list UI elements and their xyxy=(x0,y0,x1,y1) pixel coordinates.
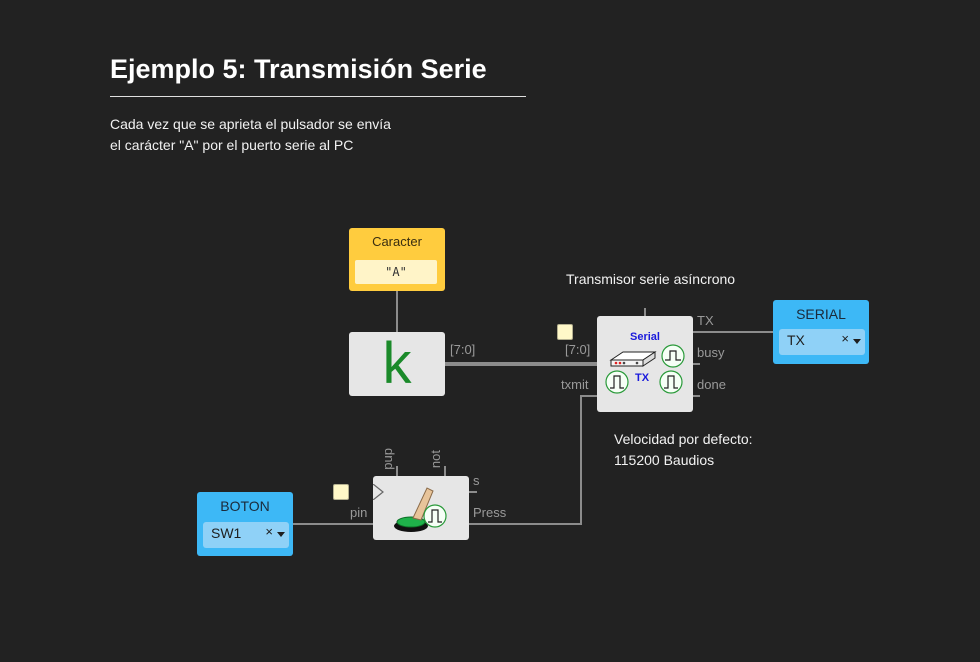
clear-icon[interactable]: × xyxy=(841,331,849,346)
wire-press-to-txmit xyxy=(469,395,597,525)
clock-triangle-icon xyxy=(373,484,384,500)
serial-io-title: SERIAL xyxy=(796,306,846,322)
clear-icon[interactable]: × xyxy=(265,524,273,539)
k-constant-module[interactable]: k xyxy=(349,331,445,396)
serial-tx-module[interactable]: Serial TX xyxy=(597,316,693,412)
button-pin-label: pin xyxy=(350,505,368,520)
k-output-label: [7:0] xyxy=(450,342,476,357)
description-line-2: el carácter "A" por el puerto serie al P… xyxy=(110,137,354,153)
k-glyph: k xyxy=(382,331,412,396)
clock-input-icon xyxy=(333,484,349,500)
button-output-s-label: s xyxy=(473,473,480,488)
pulse-done-icon xyxy=(659,370,683,394)
boton-io-block[interactable]: BOTON SW1 × xyxy=(197,492,293,556)
pulse-in-icon xyxy=(605,370,629,394)
button-not-label: not xyxy=(428,450,443,469)
boton-pin-value: SW1 xyxy=(211,525,242,541)
button-pup-label: pup xyxy=(380,448,395,470)
serial-pin-select[interactable]: TX × xyxy=(779,329,865,355)
transmitter-annotation: Transmisor serie asíncrono xyxy=(566,271,736,287)
constant-title: Caracter xyxy=(372,234,422,249)
boton-pin-select[interactable]: SW1 × xyxy=(203,522,289,548)
pushbutton-module[interactable] xyxy=(373,476,469,540)
description-line-1: Cada vez que se aprieta el pulsador se e… xyxy=(110,116,391,132)
button-output-press-label: Press xyxy=(473,505,507,520)
serial-input-data-label: [7:0] xyxy=(565,342,591,357)
chevron-down-icon[interactable] xyxy=(277,532,285,537)
constant-block[interactable]: Caracter "A" xyxy=(349,228,445,291)
constant-value-field[interactable]: "A" xyxy=(355,260,437,284)
pulse-out-icon xyxy=(661,344,685,368)
serial-module-title: Serial xyxy=(630,331,660,343)
serial-device-icon xyxy=(609,351,657,367)
speed-annotation-line-1: Velocidad por defecto: xyxy=(614,431,753,447)
title-divider xyxy=(110,96,526,97)
pulse-icon xyxy=(423,504,447,528)
speed-annotation-line-2: 115200 Baudios xyxy=(614,452,715,468)
chevron-down-icon[interactable] xyxy=(853,339,861,344)
boton-io-title: BOTON xyxy=(220,498,270,514)
serial-output-busy-label: busy xyxy=(697,345,725,360)
clock-input-icon xyxy=(557,324,573,340)
serial-module-subtitle: TX xyxy=(635,372,650,384)
serial-io-block[interactable]: SERIAL TX × xyxy=(773,300,869,364)
serial-output-tx-label: TX xyxy=(697,313,714,328)
serial-input-txmit-label: txmit xyxy=(561,377,589,392)
serial-pin-value: TX xyxy=(787,332,805,348)
pushbutton-icon xyxy=(394,487,434,532)
serial-output-done-label: done xyxy=(697,377,726,392)
page-title: Ejemplo 5: Transmisión Serie xyxy=(110,54,487,84)
